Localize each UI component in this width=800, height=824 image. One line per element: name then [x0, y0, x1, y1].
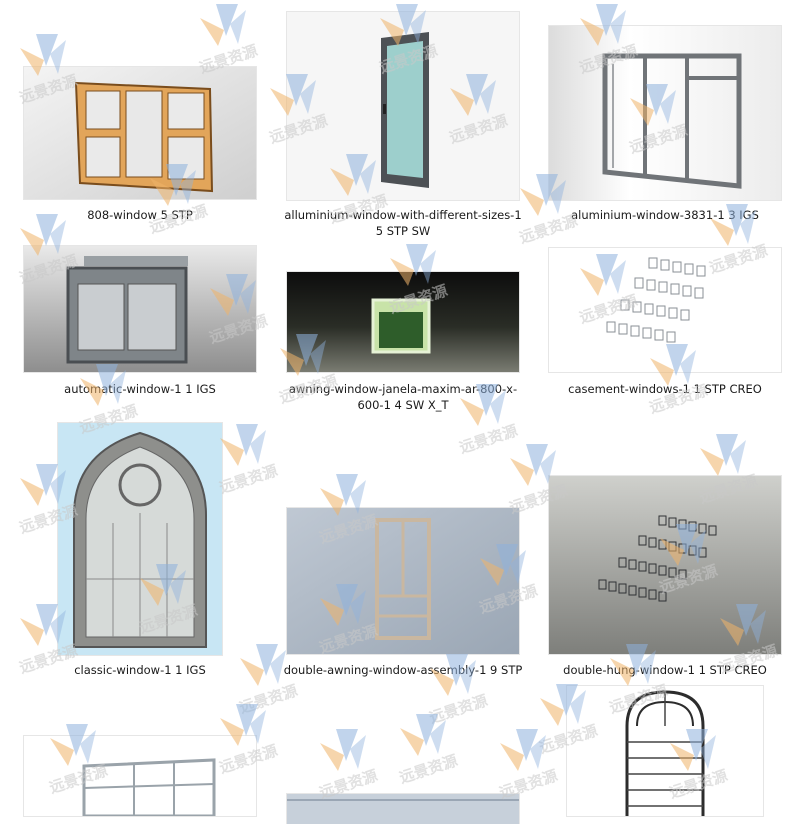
file-label: double-hung-window-1 1 STP CREO: [563, 663, 767, 677]
casement-windows-thumbnail[interactable]: [549, 248, 781, 372]
svg-text:远景资源: 远景资源: [237, 681, 300, 717]
watermark-logo: 远景资源: [480, 725, 580, 805]
file-label: casement-windows-1 1 STP CREO: [568, 382, 762, 396]
file-label: 808-window 5 STP: [87, 208, 193, 222]
double-awning-thumbnail[interactable]: [287, 508, 519, 654]
watermark-logo: 远景资源: [300, 725, 400, 805]
aluminium-window-thumbnail[interactable]: [549, 26, 781, 200]
svg-text:远景资源: 远景资源: [457, 421, 520, 457]
wood-window-thumbnail[interactable]: [24, 67, 256, 199]
file-label: double-awning-window-assembly-1 9 STP: [283, 663, 523, 677]
automatic-window-thumbnail[interactable]: [24, 246, 256, 372]
file-label: classic-window-1 1 IGS: [74, 663, 206, 677]
window-frame-thumbnail[interactable]: [287, 794, 519, 824]
svg-text:远景资源: 远景资源: [217, 461, 280, 497]
watermark-logo: 远景资源: [380, 710, 480, 790]
svg-text:远景资源: 远景资源: [427, 691, 490, 727]
file-label: alluminium-window-with-different-sizes-1…: [284, 208, 522, 238]
gothic-window-thumbnail[interactable]: [58, 423, 222, 655]
file-label: automatic-window-1 1 IGS: [64, 382, 216, 396]
awning-window-thumbnail[interactable]: [287, 272, 519, 372]
file-label: awning-window-janela-maxim-ar-800-x-600-…: [288, 382, 518, 412]
window-grid-thumbnail[interactable]: [24, 736, 256, 816]
door-window-thumbnail[interactable]: [287, 12, 519, 200]
double-hung-thumbnail[interactable]: [549, 476, 781, 654]
svg-text:远景资源: 远景资源: [397, 751, 460, 787]
file-label: aluminium-window-3831-1 3 IGS: [571, 208, 759, 222]
arched-window-thumbnail[interactable]: [567, 686, 763, 816]
